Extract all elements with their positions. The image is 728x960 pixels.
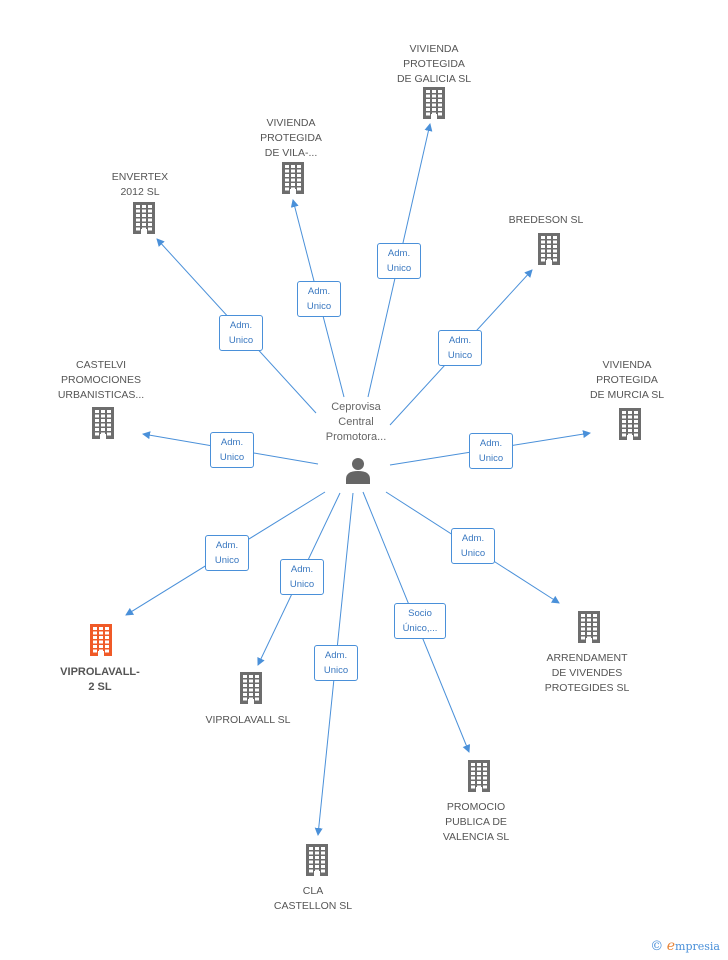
- brand-initial: e: [666, 938, 676, 954]
- node-label-line: ARRENDAMENT: [546, 652, 628, 664]
- center-label[interactable]: Ceprovisa Central Promotora...: [296, 400, 416, 445]
- edge-label-line: Adm.: [479, 438, 503, 449]
- edge-label-line: Único,...: [402, 623, 438, 634]
- edge-label-castelvi[interactable]: Adm. Unico: [210, 432, 254, 468]
- edge-label-line: Socio: [408, 608, 432, 619]
- edge-label-line: Adm.: [229, 320, 253, 331]
- node-label-viprolavall2[interactable]: VIPROLAVALL- 2 SL: [30, 665, 170, 695]
- building-icon[interactable]: [615, 407, 645, 446]
- node-label-line: VIPROLAVALL-: [60, 666, 140, 678]
- node-label-line: PROTEGIDA: [596, 374, 658, 386]
- node-label-line: DE VILA-...: [264, 147, 318, 159]
- node-label-line: DE MURCIA SL: [589, 389, 665, 401]
- node-label-line: BREDESON SL: [508, 214, 584, 226]
- edge-label-line: Adm.: [220, 437, 244, 448]
- edge-label-vila[interactable]: Adm. Unico: [297, 281, 341, 317]
- node-label-line: PROMOCIO: [446, 801, 506, 813]
- building-icon[interactable]: [236, 671, 266, 710]
- brand-watermark: © empresia: [650, 938, 720, 954]
- edge-label-cla[interactable]: Adm. Unico: [314, 645, 358, 681]
- node-label-promocio[interactable]: PROMOCIO PUBLICA DE VALENCIA SL: [406, 800, 546, 845]
- edge-label-bredeson[interactable]: Adm. Unico: [438, 330, 482, 366]
- building-icon[interactable]: [129, 201, 159, 240]
- edge-label-line: Adm.: [324, 650, 348, 661]
- node-label-line: VIPROLAVALL SL: [205, 714, 291, 726]
- node-label-line: ENVERTEX: [111, 171, 169, 183]
- edge-label-line: Adm.: [461, 533, 485, 544]
- edge-label-galicia[interactable]: Adm. Unico: [377, 243, 421, 279]
- node-label-murcia[interactable]: VIVIENDA PROTEGIDA DE MURCIA SL: [557, 358, 697, 403]
- building-icon[interactable]: [302, 843, 332, 882]
- building-icon[interactable]: [86, 623, 116, 662]
- edge-label-line: Unico: [323, 665, 349, 676]
- node-label-cla[interactable]: CLA CASTELLON SL: [243, 884, 383, 914]
- edge-label-arrendament[interactable]: Adm. Unico: [451, 528, 495, 564]
- building-icon[interactable]: [88, 406, 118, 445]
- edge-label-viprolavall2[interactable]: Adm. Unico: [205, 535, 249, 571]
- edge-label-line: Adm.: [448, 335, 472, 346]
- node-label-line: PROTEGIDA: [403, 58, 465, 70]
- building-icon[interactable]: [464, 759, 494, 798]
- edge-label-line: Unico: [460, 548, 486, 559]
- node-label-galicia[interactable]: VIVIENDA PROTEGIDA DE GALICIA SL: [364, 42, 504, 87]
- node-label-line: PROMOCIONES: [61, 374, 141, 386]
- building-icon[interactable]: [419, 86, 449, 125]
- edge-label-line: Unico: [219, 452, 245, 463]
- node-label-castelvi[interactable]: CASTELVI PROMOCIONES URBANISTICAS...: [31, 358, 171, 403]
- node-label-line: VALENCIA SL: [442, 831, 510, 843]
- edge-label-envertex[interactable]: Adm. Unico: [219, 315, 263, 351]
- edge-label-line: Unico: [289, 579, 315, 590]
- node-label-line: 2 SL: [88, 681, 112, 693]
- node-label-viprolavall[interactable]: VIPROLAVALL SL: [178, 713, 318, 728]
- node-label-line: VIVIENDA: [409, 43, 459, 55]
- node-label-line: VIVIENDA: [266, 117, 316, 129]
- node-label-line: CASTELVI: [76, 359, 126, 371]
- building-icon[interactable]: [278, 161, 308, 200]
- edge-label-line: Unico: [228, 335, 254, 346]
- copyright-icon: ©: [650, 939, 664, 954]
- node-label-line: URBANISTICAS...: [57, 389, 145, 401]
- edge-label-line: Unico: [306, 301, 332, 312]
- edge-label-line: Unico: [214, 555, 240, 566]
- building-icon[interactable]: [534, 232, 564, 271]
- node-label-line: DE GALICIA SL: [396, 73, 472, 85]
- node-label-line: CLA: [302, 885, 324, 897]
- edge-label-line: Unico: [478, 453, 504, 464]
- edge-label-line: Adm.: [290, 564, 314, 575]
- center-label-line: Central: [338, 416, 374, 428]
- node-label-line: CASTELLON SL: [273, 900, 353, 912]
- node-label-line: PUBLICA DE: [445, 816, 507, 828]
- edge-label-line: Adm.: [387, 248, 411, 259]
- node-label-line: PROTEGIDA: [260, 132, 322, 144]
- center-label-line: Promotora...: [325, 431, 387, 443]
- edge-label-line: Adm.: [307, 286, 331, 297]
- edge-label-murcia[interactable]: Adm. Unico: [469, 433, 513, 469]
- node-label-line: DE VIVENDES: [551, 667, 623, 679]
- brand-name: mpresia: [675, 940, 720, 953]
- node-label-bredeson[interactable]: BREDESON SL: [476, 213, 616, 228]
- node-label-line: 2012 SL: [120, 186, 160, 198]
- person-icon[interactable]: [343, 455, 373, 490]
- center-label-line: Ceprovisa: [331, 401, 381, 413]
- node-label-line: VIVIENDA: [602, 359, 652, 371]
- node-label-envertex[interactable]: ENVERTEX 2012 SL: [70, 170, 210, 200]
- edge-label-viprolavall[interactable]: Adm. Unico: [280, 559, 324, 595]
- edge-label-line: Unico: [386, 263, 412, 274]
- node-label-arrendament[interactable]: ARRENDAMENT DE VIVENDES PROTEGIDES SL: [517, 651, 657, 696]
- node-label-line: PROTEGIDES SL: [544, 682, 630, 694]
- edge-label-line: Adm.: [215, 540, 239, 551]
- node-label-vila[interactable]: VIVIENDA PROTEGIDA DE VILA-...: [221, 116, 361, 161]
- edge-label-line: Unico: [447, 350, 473, 361]
- building-icon[interactable]: [574, 610, 604, 649]
